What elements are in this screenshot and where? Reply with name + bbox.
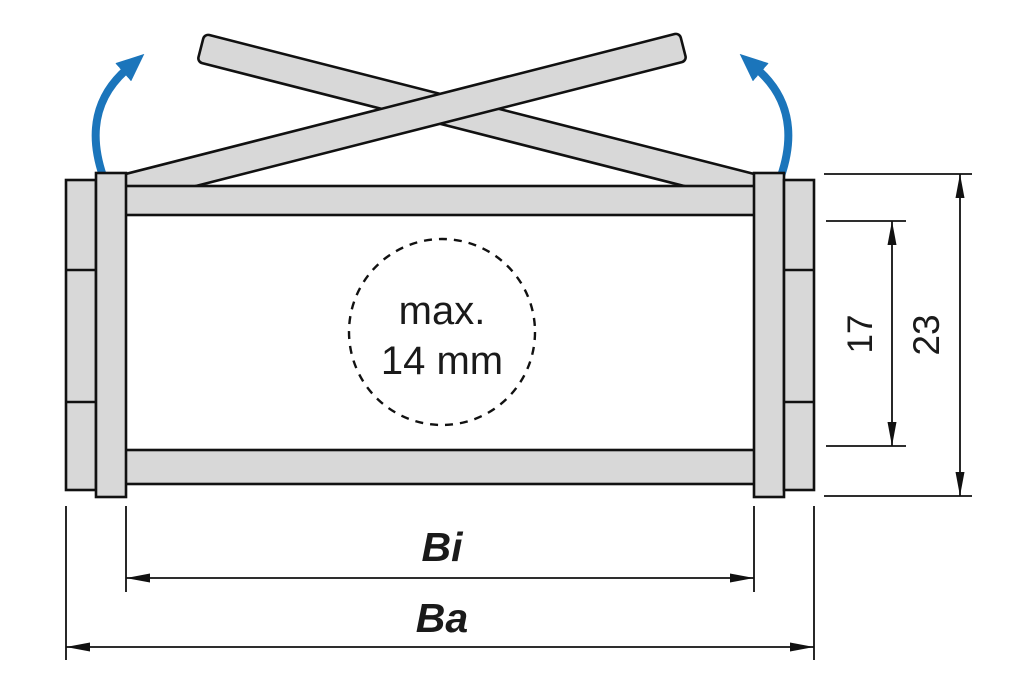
dimension-label-inner-height: 17 bbox=[841, 315, 880, 354]
top-crossbar bbox=[118, 184, 766, 217]
open-crossbars bbox=[117, 32, 767, 206]
dimension-outer-width bbox=[65, 506, 815, 660]
open-direction-arrows bbox=[91, 53, 793, 178]
open-arrow-right-icon bbox=[739, 53, 793, 178]
max-diameter-label-line2: 14 mm bbox=[381, 339, 503, 383]
left-bracket-outer bbox=[64, 178, 98, 492]
dimension-inner-height bbox=[826, 220, 906, 447]
chain-frame bbox=[64, 171, 816, 499]
open-arrow-left-icon bbox=[91, 53, 145, 178]
max-diameter-label-line1: max. bbox=[399, 289, 486, 333]
max-cable-diameter-circle bbox=[347, 237, 537, 427]
right-bracket-outer bbox=[782, 178, 816, 492]
left-bracket-inner bbox=[94, 171, 128, 499]
dimension-label-outer-height: 23 bbox=[906, 314, 947, 355]
dimension-label-inner-width: Bi bbox=[422, 524, 465, 570]
right-bracket-inner bbox=[752, 171, 786, 499]
dimension-outer-height bbox=[824, 173, 972, 497]
dimension-label-outer-width: Ba bbox=[416, 595, 468, 641]
dimension-inner-width bbox=[125, 506, 755, 592]
bottom-crossbar bbox=[118, 448, 766, 486]
